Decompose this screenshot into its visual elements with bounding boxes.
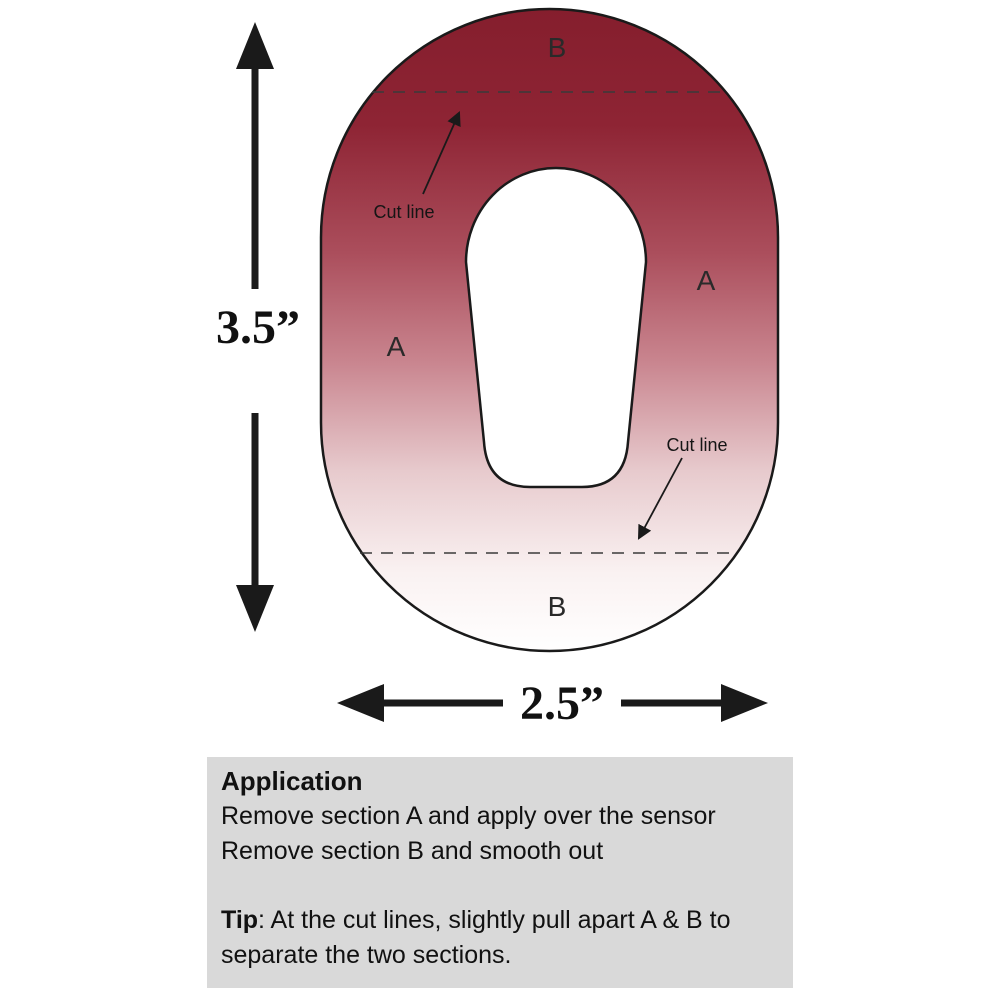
patch-diagram: B Cut line A A Cut line B 3.5” 2.5”	[216, 7, 780, 730]
height-dimension-arrow	[236, 22, 274, 632]
arrow-up-head	[236, 22, 274, 69]
cut-line-arrow-bottom	[637, 457, 683, 540]
section-label-a-left: A	[387, 331, 406, 362]
arrow-down-head	[236, 585, 274, 632]
cut-line-label-bottom: Cut line	[666, 435, 727, 455]
width-dimension-label: 2.5”	[520, 677, 604, 730]
width-dimension-arrow	[337, 684, 768, 722]
tip-text: : At the cut lines, slightly pull apart …	[221, 906, 731, 969]
section-label-a-right: A	[697, 265, 716, 296]
cut-line-arrow-top	[422, 111, 461, 195]
section-label-b-top: B	[548, 32, 567, 63]
arrow-right-head	[721, 684, 768, 722]
sensor-cutout	[464, 166, 648, 489]
arrow-left-head	[337, 684, 384, 722]
height-dimension-label: 3.5”	[216, 301, 300, 354]
application-title: Application	[221, 766, 363, 796]
application-instructions: Application Remove section A and apply o…	[207, 757, 793, 988]
instruction-tip: Tip: At the cut lines, slightly pull apa…	[221, 903, 781, 973]
instruction-line: Remove section B and smooth out	[221, 837, 604, 865]
section-label-b-bottom: B	[548, 591, 567, 622]
cut-line-label-top: Cut line	[373, 202, 434, 222]
instruction-line: Remove section A and apply over the sens…	[221, 802, 716, 830]
tip-label: Tip	[221, 906, 259, 934]
